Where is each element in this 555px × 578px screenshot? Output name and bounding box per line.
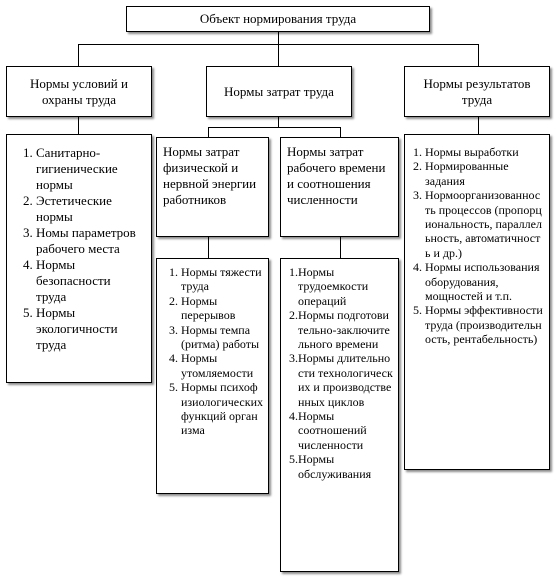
conditions-list-box: 1. Санитарно-гигиенические нормы 2. Эсте… — [6, 134, 152, 383]
list-item: 3.Нормы длительности технологических и п… — [289, 351, 393, 409]
list-item: 3. Нормы темпа (ритма) работы — [169, 322, 260, 352]
list-item: 5.Нормы обслуживания — [289, 452, 372, 481]
list-item: 4. Нормы утомляемости — [169, 351, 254, 380]
list-item: 1. Нормы выработки — [413, 145, 519, 159]
results-list-box: 1. Нормы выработки 2. Нормированные зада… — [404, 134, 550, 470]
list-item: 4. Нормы использования оборудования, мощ… — [413, 260, 540, 304]
list-item: 3. Номы параметров рабочего места — [23, 225, 136, 256]
list-item: 2.Нормы подготовительно-заключительного … — [289, 308, 390, 352]
energy-title: Нормы затрат физической и нервной энерги… — [163, 144, 257, 207]
connector-to-time — [340, 127, 341, 137]
results-title: Нормы результатов труда — [423, 75, 531, 107]
list-item: 4. Нормы безопасности труда — [23, 257, 111, 304]
energy-list-box: 1. Нормы тяжести труда 2. Нормы перерыво… — [156, 258, 269, 494]
results-box: Нормы результатов труда — [404, 66, 550, 117]
costs-box: Нормы затрат труда — [206, 66, 352, 117]
connector-costs-down — [278, 116, 279, 128]
connector-to-energy — [208, 127, 209, 137]
root-box: Объект нормирования труда — [126, 6, 430, 32]
time-list-box: 1.Нормы трудоемкости операций 2.Нормы по… — [280, 258, 399, 572]
connector-to-conditions — [78, 44, 79, 67]
list-item: 1. Нормы тяжести труда — [169, 265, 262, 294]
connector-time-down — [340, 236, 341, 259]
root-title: Объект нормирования труда — [199, 11, 357, 26]
time-box: Нормы затрат рабочего времени и соотноше… — [280, 137, 399, 237]
connector-to-results — [478, 44, 479, 67]
list-item: 2. Нормированные задания — [413, 159, 509, 188]
list-item: 5. Нормы эффективности труда (производит… — [413, 303, 543, 347]
list-item: 1.Нормы трудоемкости операций — [289, 265, 369, 308]
list-item: 2. Нормы перерывов — [169, 293, 236, 323]
list-item: 1. Санитарно-гигиенические нормы — [23, 145, 118, 192]
list-item: 2. Эстетические нормы — [23, 193, 112, 224]
connector-conditions-down — [78, 116, 79, 134]
conditions-title: Нормы условий и охраны труда — [30, 75, 128, 107]
list-item: 3. Нормоорганизованность процессов (проп… — [413, 188, 542, 260]
connector-root-down — [278, 31, 279, 45]
costs-title: Нормы затрат труда — [224, 83, 334, 99]
list-item: 5. Нормы психофизиологических функций ор… — [169, 380, 263, 438]
list-item: 4.Нормы соотношений численности — [289, 409, 367, 452]
time-title: Нормы затрат рабочего времени и соотноше… — [287, 144, 386, 207]
conditions-box: Нормы условий и охраны труда — [6, 66, 152, 117]
connector-energy-down — [208, 236, 209, 259]
energy-box: Нормы затрат физической и нервной энерги… — [156, 137, 269, 237]
connector-level2-bus — [208, 127, 341, 128]
list-item: 5. Нормы экологичности труда — [23, 305, 118, 352]
connector-results-down — [478, 116, 479, 134]
connector-to-costs — [278, 44, 279, 67]
